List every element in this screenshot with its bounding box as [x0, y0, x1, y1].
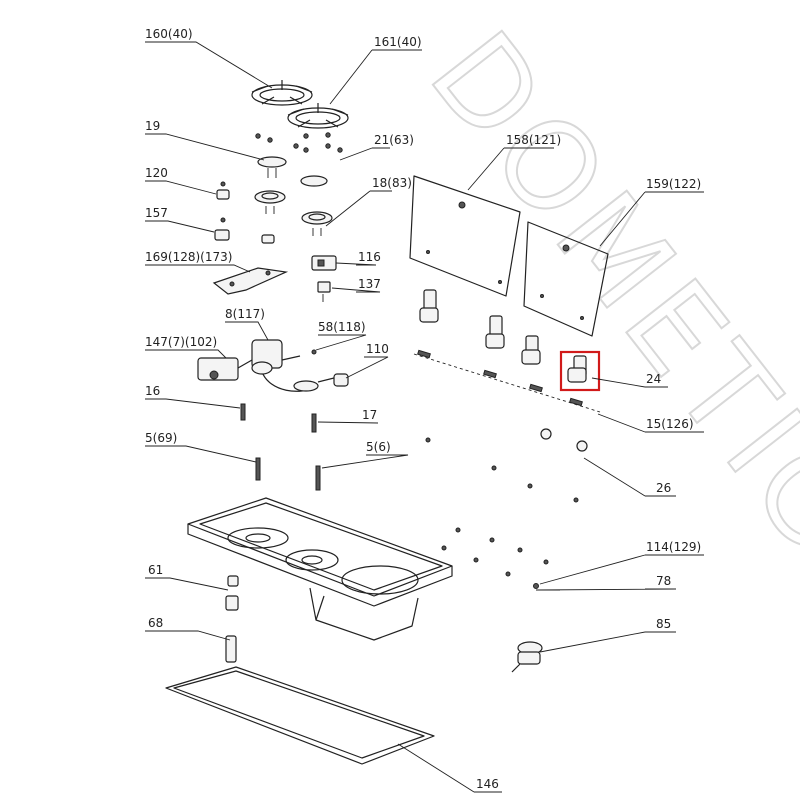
glass-lid-158[interactable] [409, 175, 521, 297]
label-16: 16 [145, 384, 160, 398]
electrode-17[interactable] [311, 413, 317, 433]
label-24: 24 [646, 372, 661, 386]
label-147: 147(7)(102) [145, 335, 217, 349]
hinge[interactable] [521, 335, 541, 365]
part-61[interactable] [225, 575, 239, 611]
label-169: 169(128)(173) [145, 250, 232, 264]
pan-support-161[interactable] [287, 103, 349, 129]
spring-axle-15[interactable] [413, 349, 601, 413]
drain-trap-85[interactable] [511, 641, 543, 673]
label-116: 116 [358, 250, 381, 264]
part-114[interactable] [533, 583, 539, 589]
highlight-box-24 [559, 350, 601, 392]
label-157: 157 [145, 206, 168, 220]
part-58[interactable] [311, 349, 317, 355]
label-17: 17 [362, 408, 377, 422]
label-137: 137 [358, 277, 381, 291]
label-161: 161(40) [374, 35, 422, 49]
label-5b: 5(6) [366, 440, 391, 454]
knob-120[interactable] [216, 181, 230, 200]
label-19: 19 [145, 119, 160, 133]
label-78: 78 [656, 574, 671, 588]
burner-18[interactable] [254, 190, 333, 244]
ignition-unit-116[interactable] [311, 255, 337, 271]
label-68: 68 [148, 616, 163, 630]
screws-21[interactable] [255, 132, 343, 153]
part-labels: 160(40) 161(40) 19 21(63) 120 18(83) 157… [145, 27, 701, 791]
thermocouple-5a[interactable] [255, 457, 261, 481]
part-137[interactable] [317, 281, 331, 302]
gas-valve-assembly-147[interactable] [197, 339, 319, 392]
label-85: 85 [656, 617, 671, 631]
label-5a: 5(69) [145, 431, 177, 445]
screw-16[interactable] [240, 403, 246, 421]
label-26: 26 [656, 481, 671, 495]
label-21: 21(63) [374, 133, 414, 147]
label-146: 146 [476, 777, 499, 791]
watermark: DOMETIC [403, 8, 800, 578]
label-15: 15(126) [646, 417, 694, 431]
label-110: 110 [366, 342, 389, 356]
label-61: 61 [148, 563, 163, 577]
hob-sink-body[interactable] [187, 497, 453, 641]
label-160: 160(40) [145, 27, 193, 41]
part-110[interactable] [293, 373, 349, 392]
label-8: 8(117) [225, 307, 265, 321]
hinge[interactable] [485, 315, 505, 349]
gasket-146[interactable] [165, 666, 435, 765]
label-18: 18(83) [372, 176, 412, 190]
mounting-screws[interactable] [441, 527, 549, 577]
pan-support-160[interactable] [251, 80, 313, 106]
leader-lines [145, 41, 704, 793]
glass-lid-159[interactable] [523, 221, 609, 337]
burner-cap-19[interactable] [257, 156, 328, 187]
label-120: 120 [145, 166, 168, 180]
thermocouple-5b[interactable] [315, 465, 321, 491]
hinge[interactable] [419, 289, 439, 323]
drain-68[interactable] [225, 635, 237, 663]
label-114: 114(129) [646, 540, 701, 554]
label-158: 158(121) [506, 133, 561, 147]
knob-157[interactable] [214, 217, 230, 241]
bracket-169[interactable] [212, 267, 289, 295]
label-58: 58(118) [318, 320, 366, 334]
hinge-24[interactable] [567, 355, 587, 383]
label-159: 159(122) [646, 177, 701, 191]
grommets-26[interactable] [425, 428, 588, 503]
